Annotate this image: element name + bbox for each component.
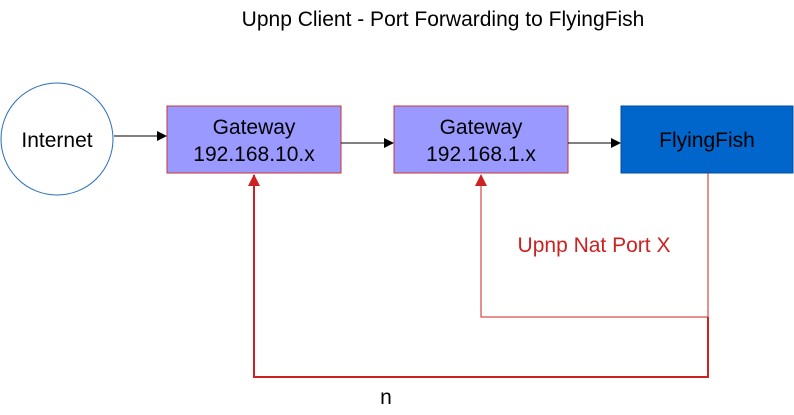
gateway-1-title: Gateway [213,116,296,139]
internet-circle [0,82,114,196]
gateway-node-2: Gateway 192.168.1.x [393,105,569,174]
internet-label: Internet [21,129,92,152]
flyingfish-node: FlyingFish [620,105,794,174]
gateway-2-box [393,105,569,174]
upnp-nat-path-inner [475,173,709,318]
gateway-node-1: Gateway 192.168.10.x [166,105,342,174]
diagram-title: Upnp Client - Port Forwarding to FlyingF… [242,8,645,31]
upnp-nat-port-label: Upnp Nat Port X [518,234,671,257]
outer-path-label: n [380,386,392,409]
gateway-1-box [166,105,342,174]
flyingfish-label: FlyingFish [659,129,755,152]
flyingfish-box [620,105,794,174]
upnp-nat-path-outer [248,174,709,378]
gateway-2-subnet: 192.168.1.x [426,143,536,166]
internet-node: Internet [0,82,114,196]
gateway-1-subnet: 192.168.10.x [193,143,315,166]
gateway-2-title: Gateway [440,116,523,139]
